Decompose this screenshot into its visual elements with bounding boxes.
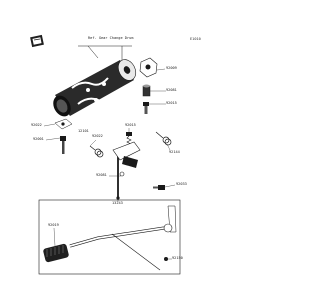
part-label: 92001 — [33, 137, 44, 141]
ref-bracket — [78, 45, 132, 62]
part-label: 92033 — [176, 182, 187, 186]
long-bolt — [60, 136, 66, 154]
diagram-drawing — [30, 34, 181, 275]
part-label: 92015 — [166, 101, 177, 105]
leader-lines — [43, 68, 176, 260]
bolt-right — [153, 185, 165, 190]
plate-washer — [54, 118, 73, 130]
part-label: 92022 — [31, 123, 42, 127]
gear-change-drum — [53, 59, 137, 117]
pedal-bolt — [164, 257, 168, 261]
part-label: 92081 — [166, 88, 177, 92]
torsion-spring-right — [155, 131, 172, 146]
shift-cam-plate — [139, 57, 158, 78]
ref-title-label: Ref. Gear Change Drum — [88, 36, 134, 40]
exploded-parts-diagram: Ref. Gear Change Drum E1010 92009 92081 … — [30, 34, 201, 275]
part-label: 92081 — [96, 173, 107, 177]
shift-pedal-box — [38, 199, 181, 275]
kawasaki-logo-icon — [30, 34, 44, 48]
part-label: 92022 — [92, 134, 103, 138]
part-label: 92019 — [48, 223, 59, 227]
circlip — [119, 171, 125, 177]
torsion-spring-left — [89, 145, 104, 158]
part-label: 92144 — [169, 150, 180, 154]
part-label: 92015 — [125, 123, 136, 127]
part-label: 12101 — [78, 129, 89, 133]
part-label: 13243 — [112, 201, 123, 205]
part-label: 92150 — [172, 256, 183, 260]
part-label: 92009 — [166, 66, 177, 70]
shift-shaft-assembly — [112, 141, 141, 200]
bolt-part — [143, 102, 149, 114]
diagram-code: E1010 — [190, 37, 201, 41]
pin-part — [142, 84, 151, 97]
